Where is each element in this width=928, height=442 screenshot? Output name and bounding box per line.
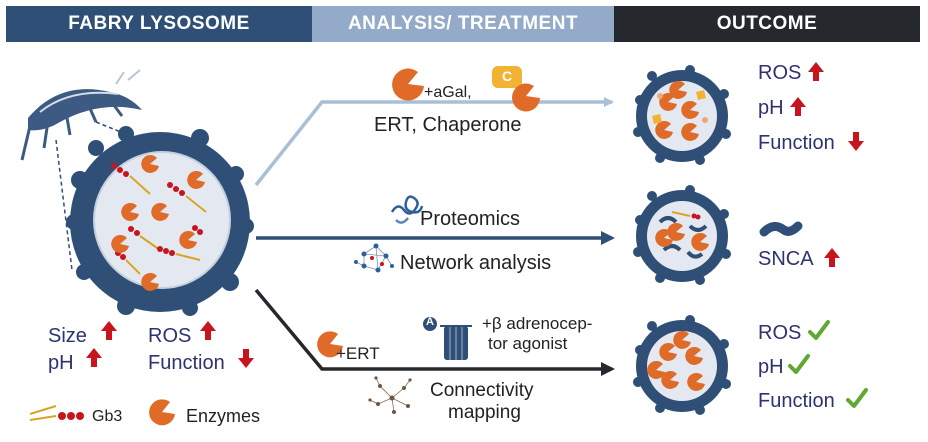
- neuron-membrane-icon: [20, 69, 142, 161]
- outcome-bottom-function: Function: [758, 390, 835, 412]
- snca-up-arrow-icon: [824, 248, 840, 267]
- chaperone-letter: C: [502, 68, 513, 84]
- header-fabry-lysosome-label: FABRY LYSOSOME: [68, 13, 250, 34]
- outcome-bottom-ph: pH: [758, 356, 784, 378]
- legend-enzymes: Enzymes: [186, 406, 261, 426]
- outcome-top-ros: ROS: [758, 62, 802, 84]
- label-beta-line1: +β adrenocep-: [482, 314, 593, 333]
- arrow-connectivity: [254, 288, 615, 376]
- snca-protein-icon: [759, 221, 803, 237]
- label-size: Size: [48, 325, 87, 347]
- outcome-top-ph: pH: [758, 97, 784, 119]
- label-connectivity-line1: Connectivity: [430, 380, 534, 401]
- gb3-legend-icon: [29, 405, 84, 421]
- label-ert-chaperone: ERT, Chaperone: [374, 114, 522, 136]
- network-icon: [354, 243, 394, 273]
- adrenoceptor-icon: [423, 317, 472, 360]
- outcome-lysosome-middle: [633, 185, 731, 285]
- outcome-snca: SNCA: [758, 248, 814, 270]
- chaperone-icon: [492, 66, 540, 112]
- ros-up-arrow-icon: [200, 321, 216, 340]
- outcome-ph-up-arrow-icon: [790, 97, 806, 116]
- outcome-lysosome-top: [633, 65, 731, 165]
- fabry-lysosome-large: [66, 126, 254, 316]
- header-fabry-lysosome: FABRY LYSOSOME: [6, 6, 312, 42]
- label-agal: +aGal,: [424, 84, 472, 101]
- enzyme-ert-icon: [317, 331, 343, 358]
- enzyme-legend-icon: [149, 399, 175, 426]
- outcome-ros-check-icon: [808, 320, 830, 340]
- size-up-arrow-icon: [101, 321, 117, 340]
- outcome-bottom-ros: ROS: [758, 322, 802, 344]
- label-connectivity-line2: mapping: [448, 402, 521, 423]
- adrenoceptor-letter: A: [426, 316, 434, 328]
- label-ert: +ERT: [336, 344, 380, 363]
- label-ros: ROS: [148, 325, 192, 347]
- zoom-line-left: [55, 139, 73, 271]
- label-proteomics: Proteomics: [420, 208, 521, 230]
- label-function: Function: [148, 352, 225, 374]
- outcome-ph-check-icon: [788, 354, 810, 374]
- outcome-lysosome-bottom: [633, 315, 731, 415]
- connectivity-map-icon: [368, 376, 412, 414]
- outcome-top-function: Function: [758, 132, 835, 154]
- label-ph: pH: [48, 352, 74, 374]
- proteomics-icon: [390, 195, 424, 224]
- outcome-function-check-icon: [846, 388, 868, 408]
- header-outcome-label: OUTCOME: [716, 13, 818, 34]
- label-network-analysis: Network analysis: [400, 252, 552, 274]
- header-analysis-treatment: ANALYSIS/ TREATMENT: [312, 6, 614, 42]
- function-down-arrow-icon: [238, 349, 254, 368]
- outcome-function-down-arrow-icon: [848, 132, 864, 151]
- outcome-ros-up-arrow-icon: [808, 62, 824, 81]
- ph-up-arrow-icon: [86, 348, 102, 367]
- enzyme-agal-icon: [392, 68, 424, 101]
- header-analysis-treatment-label: ANALYSIS/ TREATMENT: [347, 13, 579, 34]
- label-beta-line2: tor agonist: [488, 334, 568, 353]
- legend-gb3: Gb3: [92, 408, 123, 425]
- header-outcome: OUTCOME: [614, 6, 920, 42]
